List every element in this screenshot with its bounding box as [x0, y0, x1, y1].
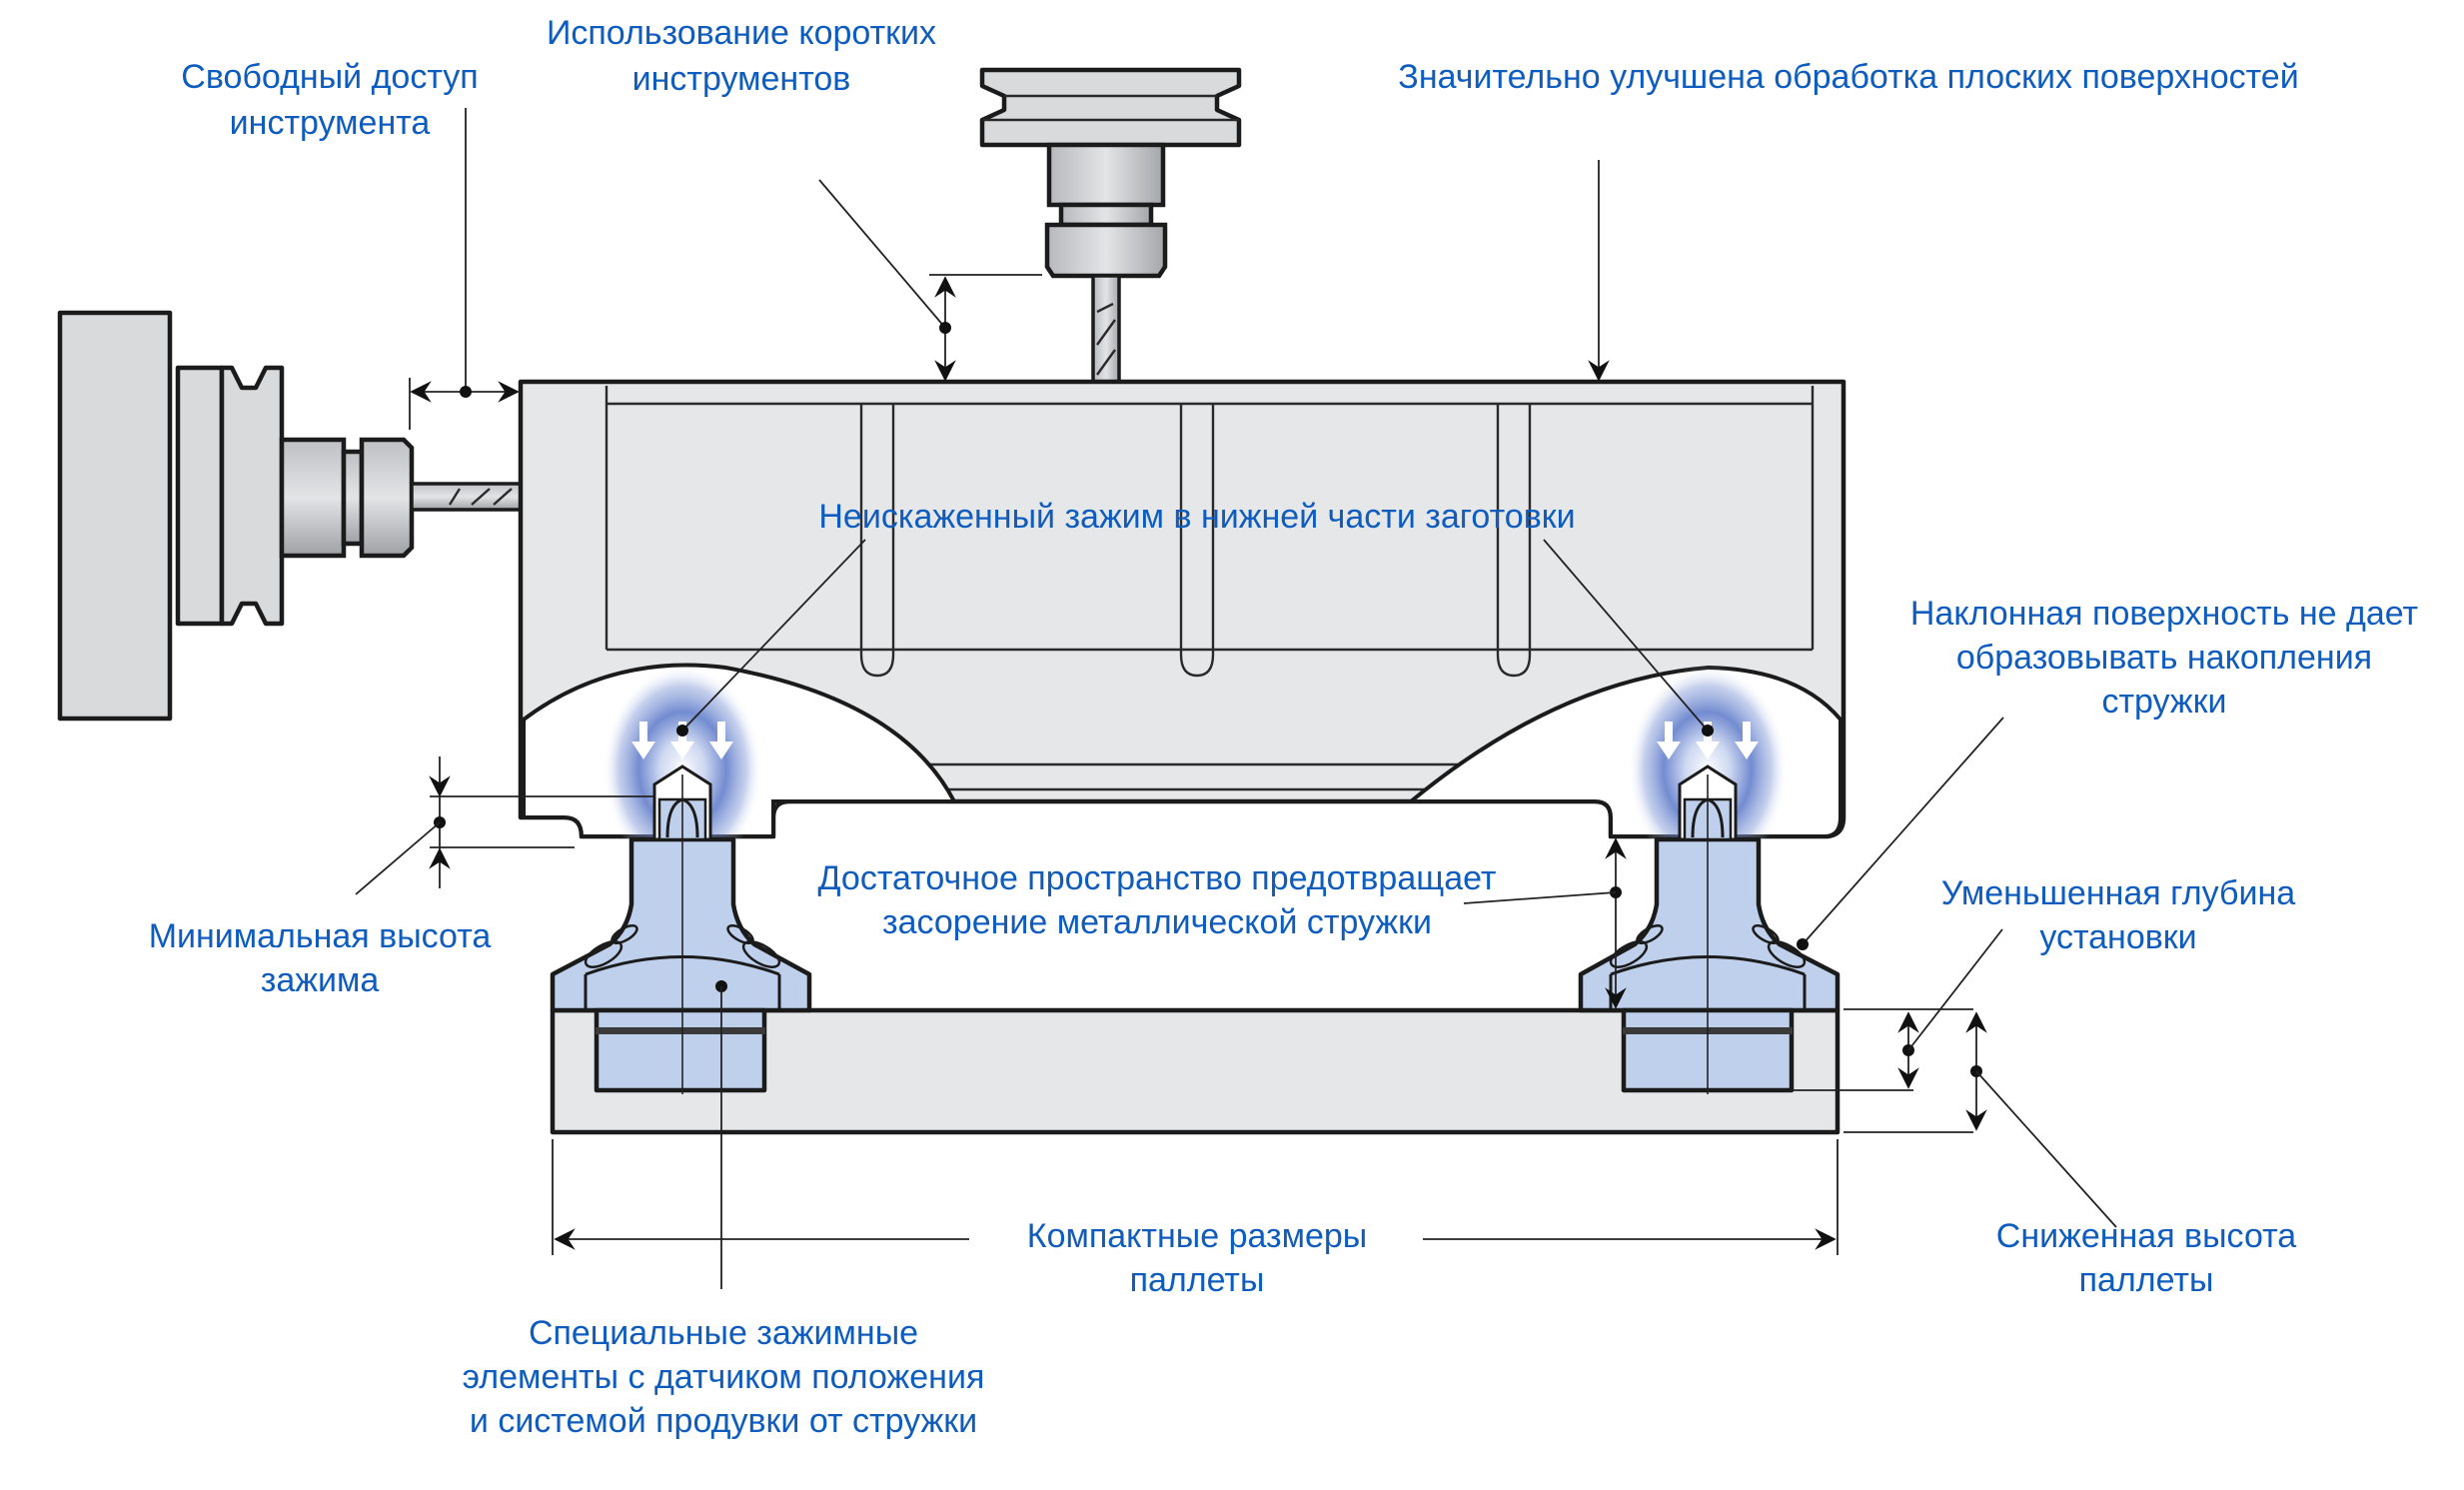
clamp-shank	[594, 1007, 767, 1093]
spindle-flange-1	[175, 365, 225, 627]
vertical-holder-nut	[1044, 222, 1168, 279]
horizontal-spindle	[57, 310, 524, 722]
spindle-flange	[979, 67, 1242, 148]
clamp-element-left	[550, 665, 812, 1094]
vertical-holder-neck	[1058, 202, 1154, 228]
down-arrow-icon	[709, 722, 733, 759]
drill-flutes	[448, 488, 513, 506]
leader-dot	[460, 386, 472, 398]
clamp-force-arrows	[1657, 722, 1759, 759]
clamp-force-arrows	[631, 722, 733, 759]
clamp-element-right	[1578, 665, 1841, 1094]
vertical-spindle	[979, 67, 1242, 384]
vertical-holder-body	[1046, 142, 1166, 208]
down-arrow-icon	[1657, 722, 1681, 759]
label-undistorted-clamp: Неискаженный зажим в нижней части загото…	[818, 498, 1575, 536]
clamp-body	[550, 836, 812, 1013]
down-arrow-icon	[670, 722, 694, 759]
dimension-lines	[355, 108, 2117, 1289]
label-flat-surface: Значительно улучшена обработка плоских п…	[1398, 58, 2298, 96]
tool-holder-nut	[359, 437, 415, 559]
tool-holder-neck	[341, 449, 365, 547]
spindle-flange-groove	[219, 365, 285, 627]
down-arrow-icon	[1735, 722, 1759, 759]
down-arrow-icon	[631, 722, 655, 759]
machine-head-block	[57, 310, 173, 722]
clamp-seal-ring	[596, 1027, 765, 1034]
horizontal-drill	[410, 482, 524, 512]
leader-dot	[939, 322, 951, 334]
workpiece	[518, 379, 1847, 839]
clamp-body	[1578, 836, 1841, 1013]
vertical-drill	[1091, 274, 1121, 384]
down-arrow-icon	[1696, 722, 1720, 759]
tool-holder-body	[279, 437, 347, 559]
